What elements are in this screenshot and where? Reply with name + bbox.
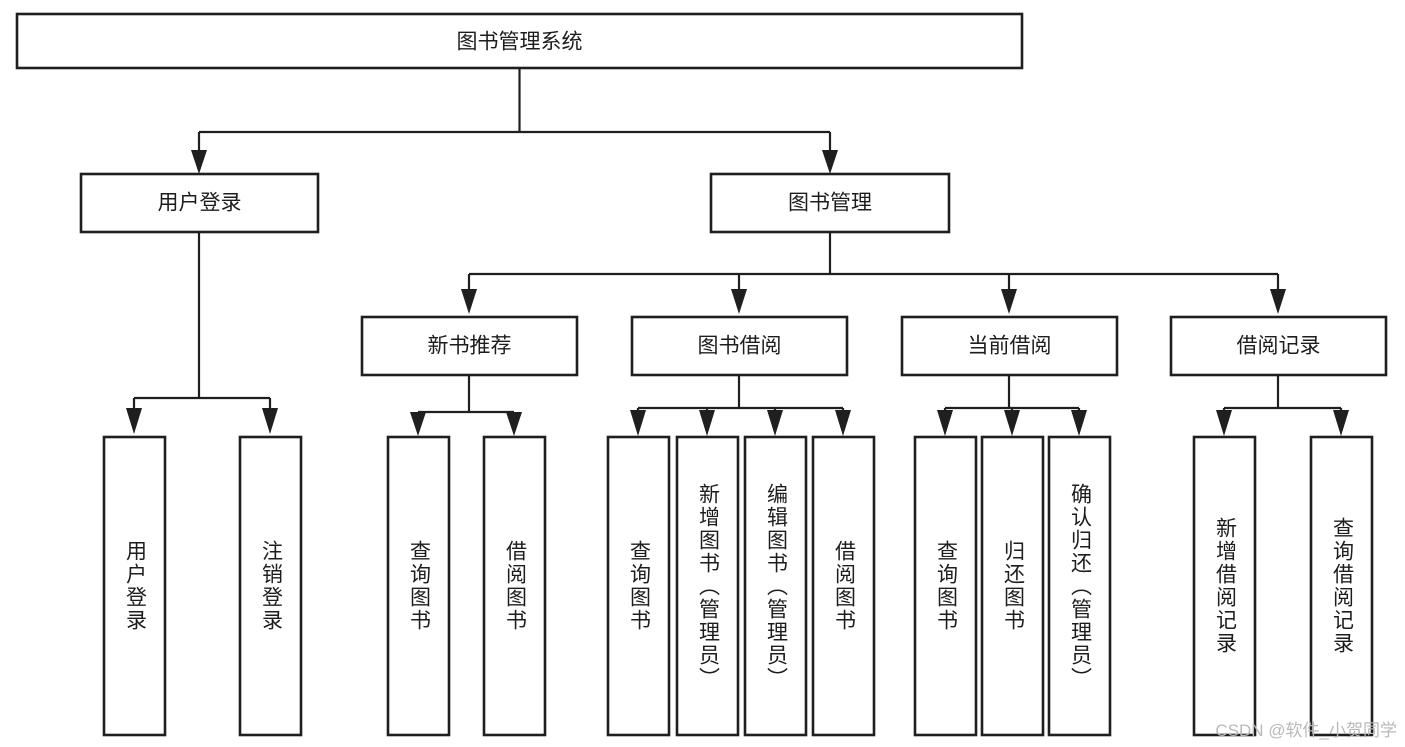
leaf-record-query-box xyxy=(1309,435,1374,737)
node-root-label: 图书管理系统 xyxy=(457,31,583,54)
arrow-user-login-leaf-2 xyxy=(262,408,278,434)
node-user-login[interactable]: 用户登录 xyxy=(79,172,320,234)
node-borrow-record-box xyxy=(1169,315,1388,377)
leaf-borrow-add-book-text-host: 新增图书（管理员） xyxy=(696,482,720,690)
arrow-bb-leaf-3 xyxy=(767,410,783,436)
leaf-record-query-label: 查询借阅记录 xyxy=(1330,517,1354,655)
leaf-rec-borrow-book-label: 借阅图书 xyxy=(503,540,527,632)
arrow-bm-book-borrow xyxy=(731,289,747,314)
leaf-current-query-book[interactable]: 查询图书 xyxy=(913,435,978,737)
arrow-bb-leaf-2 xyxy=(699,410,715,436)
node-book-manage-label: 图书管理 xyxy=(788,192,872,215)
arrow-bm-new-book-rec xyxy=(461,289,477,314)
leaf-borrow-borrow-book[interactable]: 借阅图书 xyxy=(811,435,876,737)
leaf-record-add-text-host: 新增借阅记录 xyxy=(1213,517,1237,655)
arrow-cb-leaf-1 xyxy=(937,410,953,436)
leaf-current-return-book-box xyxy=(980,435,1045,737)
leaf-current-return-book-label: 归还图书 xyxy=(1001,540,1025,632)
leaf-borrow-query-book-label: 查询图书 xyxy=(627,540,651,632)
leaf-rec-borrow-book[interactable]: 借阅图书 xyxy=(482,435,547,737)
node-book-borrow-label: 图书借阅 xyxy=(698,335,782,358)
leaf-rec-query-book-text-host: 查询图书 xyxy=(407,540,431,632)
leaf-borrow-edit-book-text-host: 编辑图书（管理员） xyxy=(764,482,788,690)
csdn-watermark: CSDN @软件_小贺同学 xyxy=(1215,721,1397,740)
leaf-rec-query-book[interactable]: 查询图书 xyxy=(386,435,451,737)
leaf-borrow-query-book-text-host: 查询图书 xyxy=(627,540,651,632)
leaf-borrow-borrow-book-box xyxy=(811,435,876,737)
leaf-record-query-text-host: 查询借阅记录 xyxy=(1330,517,1354,655)
leaf-user-login-box xyxy=(102,435,167,737)
leaf-record-add[interactable]: 新增借阅记录 xyxy=(1192,435,1257,737)
leaf-rec-borrow-book-box xyxy=(482,435,547,737)
leaf-user-logout-text-host: 注销登录 xyxy=(259,540,283,632)
node-new-book-rec-box xyxy=(360,315,579,377)
arrow-bm-current-borrow xyxy=(1001,289,1017,314)
node-new-book-rec[interactable]: 新书推荐 xyxy=(360,315,579,377)
leaf-current-confirm-return-text-host: 确认归还（管理员） xyxy=(1068,482,1092,690)
edges-layer xyxy=(126,68,1349,436)
leaf-borrow-query-book-box xyxy=(606,435,671,737)
leaf-borrow-add-book-label: 新增图书（管理员） xyxy=(696,482,720,690)
leaf-user-logout[interactable]: 注销登录 xyxy=(238,435,303,737)
node-borrow-record[interactable]: 借阅记录 xyxy=(1169,315,1388,377)
leaf-borrow-edit-book[interactable]: 编辑图书（管理员） xyxy=(743,435,808,737)
arrow-bb-leaf-4 xyxy=(835,410,851,436)
leaf-current-confirm-return[interactable]: 确认归还（管理员） xyxy=(1047,435,1112,737)
arrow-br-leaf-1 xyxy=(1216,410,1232,436)
leaf-user-login-text-host: 用户登录 xyxy=(123,540,147,632)
arrow-bm-borrow-record xyxy=(1270,289,1286,314)
node-new-book-rec-label: 新书推荐 xyxy=(428,335,512,358)
node-root-box xyxy=(15,12,1024,70)
leaf-rec-query-book-label: 查询图书 xyxy=(407,540,431,632)
leaf-current-query-book-box xyxy=(913,435,978,737)
node-user-login-box xyxy=(79,172,320,234)
leaf-record-add-label: 新增借阅记录 xyxy=(1213,517,1237,655)
leaf-borrow-query-book[interactable]: 查询图书 xyxy=(606,435,671,737)
arrow-user-login-leaf-1 xyxy=(126,408,142,434)
leaf-user-logout-box xyxy=(238,435,303,737)
leaf-record-query[interactable]: 查询借阅记录 xyxy=(1309,435,1374,737)
leaf-rec-borrow-book-text-host: 借阅图书 xyxy=(503,540,527,632)
node-book-borrow[interactable]: 图书借阅 xyxy=(630,315,849,377)
leaf-rec-query-book-box xyxy=(386,435,451,737)
arrow-root-to-book-manage xyxy=(822,150,838,174)
leaf-borrow-edit-book-label: 编辑图书（管理员） xyxy=(764,482,788,690)
node-user-login-label: 用户登录 xyxy=(158,192,242,215)
leaf-current-return-book-text-host: 归还图书 xyxy=(1001,540,1025,632)
leaf-current-query-book-label: 查询图书 xyxy=(934,540,958,632)
arrow-br-leaf-2 xyxy=(1333,410,1349,436)
leaf-current-confirm-return-label: 确认归还（管理员） xyxy=(1068,482,1092,690)
node-book-manage[interactable]: 图书管理 xyxy=(709,172,951,234)
node-book-manage-box xyxy=(709,172,951,234)
arrow-bb-leaf-1 xyxy=(630,410,646,436)
leaf-borrow-edit-book-box xyxy=(743,435,808,737)
leaf-record-add-box xyxy=(1192,435,1257,737)
leaf-borrow-borrow-book-text-host: 借阅图书 xyxy=(832,540,856,632)
node-book-borrow-box xyxy=(630,315,849,377)
arrow-root-to-user-login xyxy=(191,150,207,174)
leaf-current-query-book-text-host: 查询图书 xyxy=(934,540,958,632)
arrow-cb-leaf-3 xyxy=(1071,410,1087,436)
node-current-borrow-label: 当前借阅 xyxy=(968,335,1052,358)
node-root[interactable]: 图书管理系统 xyxy=(15,12,1024,70)
leaf-current-confirm-return-box xyxy=(1047,435,1112,737)
leaf-borrow-add-book[interactable]: 新增图书（管理员） xyxy=(675,435,740,737)
leaf-user-logout-label: 注销登录 xyxy=(259,540,283,632)
arrow-nbr-leaf-2 xyxy=(506,412,522,436)
leaf-user-login-label: 用户登录 xyxy=(123,540,147,632)
leaf-current-return-book[interactable]: 归还图书 xyxy=(980,435,1045,737)
leaf-user-login[interactable]: 用户登录 xyxy=(102,435,167,737)
node-borrow-record-label: 借阅记录 xyxy=(1237,335,1321,358)
arrow-nbr-leaf-1 xyxy=(410,412,426,436)
node-current-borrow[interactable]: 当前借阅 xyxy=(900,315,1119,377)
leaf-borrow-add-book-box xyxy=(675,435,740,737)
node-current-borrow-box xyxy=(900,315,1119,377)
leaf-borrow-borrow-book-label: 借阅图书 xyxy=(832,540,856,632)
arrow-cb-leaf-2 xyxy=(1004,410,1020,436)
